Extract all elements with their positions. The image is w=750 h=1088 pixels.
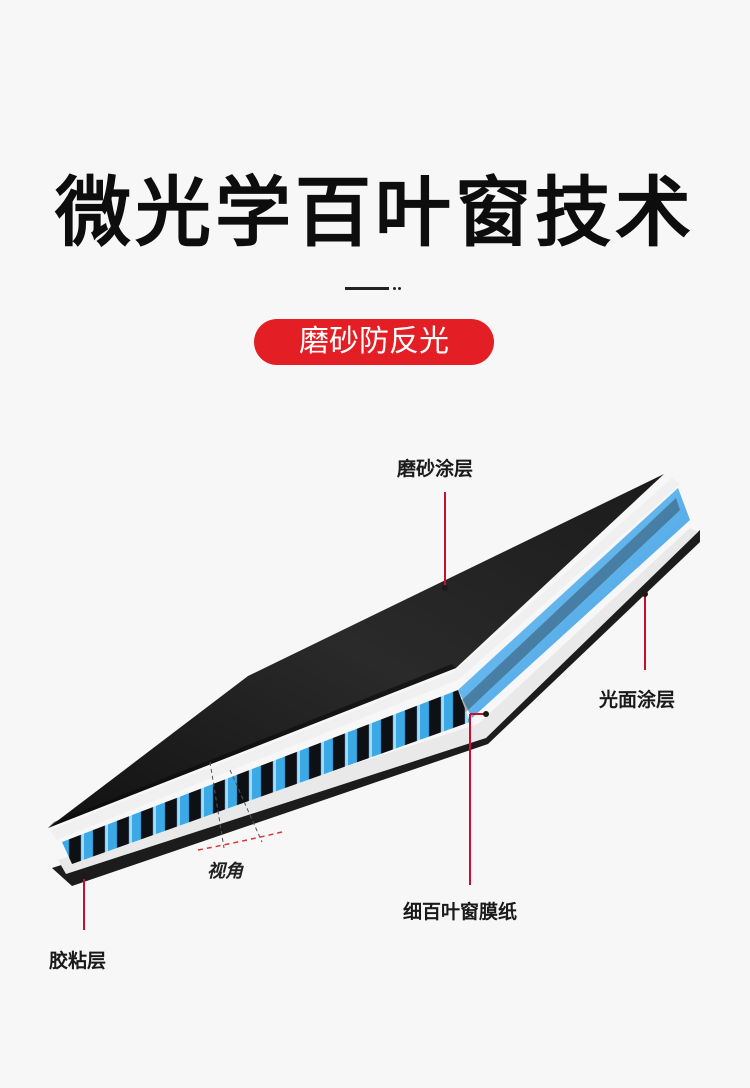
louver-layer [62,690,470,864]
label-adhesive-layer: 胶粘层 [49,950,107,972]
label-glossy-coating: 光面涂层 [599,689,676,711]
label-viewing-angle: 视角 [207,861,243,882]
page-title: 微光学百叶窗技术 [55,168,695,257]
label-louver-film: 细百叶窗膜纸 [403,901,518,923]
title-divider [345,287,405,293]
louver-side-face [458,488,690,718]
feature-badge: 磨砂防反光 [254,319,494,365]
matte-top-layer [48,474,664,828]
label-matte-coating: 磨砂涂层 [397,458,474,480]
